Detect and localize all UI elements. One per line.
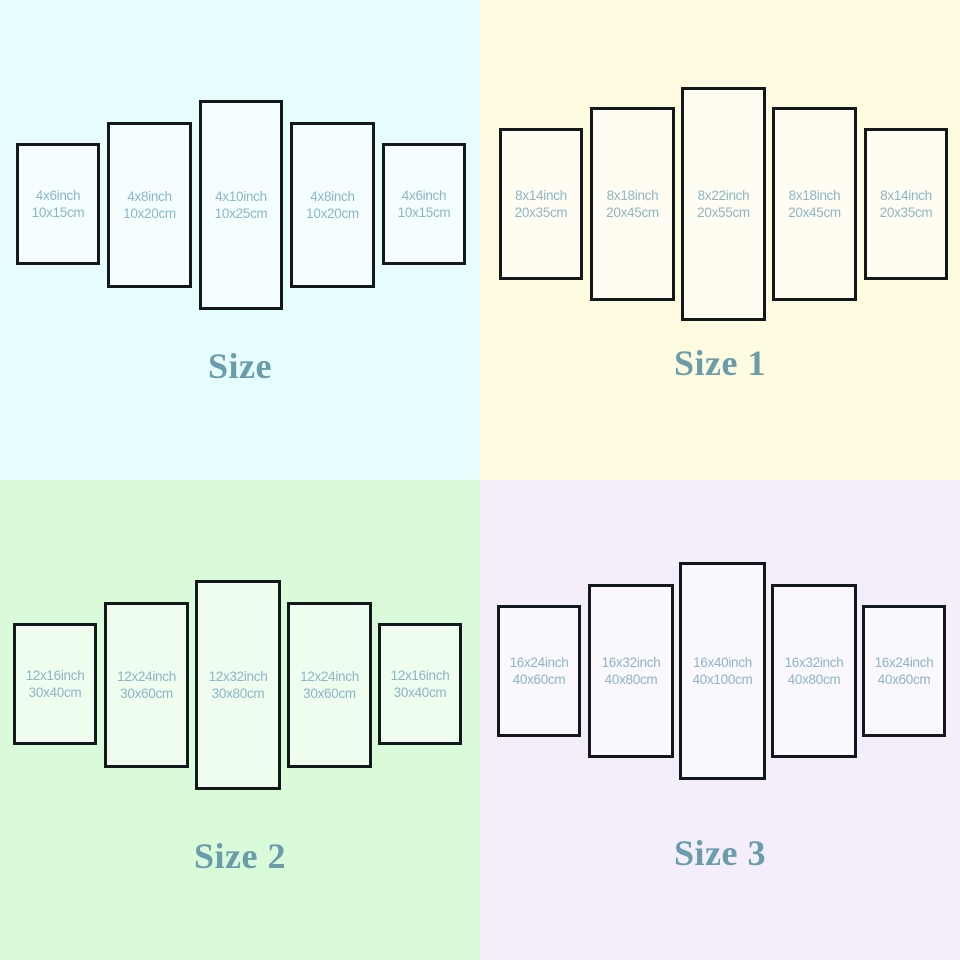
panel-size-inch: 16x32inch xyxy=(601,655,661,670)
panel-size-inch: 8x14inch xyxy=(515,188,567,203)
panel-size-inch: 12x16inch xyxy=(390,668,450,683)
canvas-panel-left-inner: 4x8inch 10x20cm xyxy=(107,122,192,288)
panel-size-inch: 4x10inch xyxy=(215,189,267,204)
panel-size-inch: 4x6inch xyxy=(35,188,81,203)
panel-size-inch: 12x24inch xyxy=(300,669,359,684)
size-option-label: Size xyxy=(208,346,272,386)
panel-size-inch: 4x6inch xyxy=(401,188,447,203)
panel-size-cm: 40x60cm xyxy=(877,672,931,687)
panel-size-cm: 30x80cm xyxy=(211,686,265,701)
panel-size-cm: 30x60cm xyxy=(120,686,173,701)
panel-size-inch: 12x16inch xyxy=(25,668,85,683)
canvas-panel-right-inner: 16x32inch 40x80cm xyxy=(771,584,857,758)
panel-size-cm: 20x55cm xyxy=(697,205,750,220)
panel-size-cm: 40x80cm xyxy=(604,672,658,687)
panel-size-cm: 30x40cm xyxy=(28,685,82,700)
panel-size-cm: 10x20cm xyxy=(306,206,359,221)
panel-size-inch: 12x24inch xyxy=(117,669,176,684)
size-option-label: Size 1 xyxy=(674,343,766,383)
panel-size-cm: 30x40cm xyxy=(393,685,447,700)
panel-size-inch: 16x32inch xyxy=(784,655,844,670)
panel-size-inch: 12x32inch xyxy=(208,669,268,684)
panel-size-cm: 10x15cm xyxy=(397,205,451,220)
panel-size-cm: 10x20cm xyxy=(123,206,176,221)
panel-size-inch: 4x8inch xyxy=(127,189,172,204)
panel-size-cm: 30x60cm xyxy=(303,686,356,701)
canvas-panel-left-outer: 16x24inch 40x60cm xyxy=(497,605,581,737)
canvas-panel-group: 8x14inch 20x35cm 8x18inch 20x45cm 8x22inch 20… xyxy=(480,0,960,400)
panel-size-inch: 8x18inch xyxy=(788,188,841,203)
canvas-panel-left-outer: 12x16inch 30x40cm xyxy=(13,623,97,745)
canvas-panel-center: 4x10inch 10x25cm xyxy=(199,100,283,310)
panel-size-inch: 16x40inch xyxy=(693,655,752,670)
panel-size-cm: 40x80cm xyxy=(787,672,841,687)
panel-size-cm: 20x35cm xyxy=(879,205,933,220)
panel-size-cm: 20x35cm xyxy=(514,205,568,220)
canvas-panel-left-inner: 12x24inch 30x60cm xyxy=(104,602,189,768)
canvas-panel-group: 4x6inch 10x15cm 4x8inch 10x20cm 4x10inch 10x2… xyxy=(0,0,480,400)
size-option-size-3[interactable]: 16x24inch 40x60cm 16x32inch 40x80cm 16x40inc… xyxy=(480,480,960,960)
canvas-panel-right-outer: 8x14inch 20x35cm xyxy=(864,128,948,280)
panel-size-inch: 4x8inch xyxy=(310,189,355,204)
panel-size-cm: 40x100cm xyxy=(692,672,753,687)
canvas-panel-right-outer: 16x24inch 40x60cm xyxy=(862,605,946,737)
panel-size-cm: 20x45cm xyxy=(606,205,659,220)
size-option-size-2[interactable]: 12x16inch 30x40cm 12x24inch 30x60cm 12x32inc… xyxy=(0,480,480,960)
size-option-label: Size 3 xyxy=(674,833,766,873)
panel-size-inch: 8x22inch xyxy=(697,188,750,203)
panel-size-inch: 16x24inch xyxy=(874,655,934,670)
canvas-panel-right-outer: 12x16inch 30x40cm xyxy=(378,623,462,745)
canvas-panel-center: 12x32inch 30x80cm xyxy=(195,580,281,790)
panel-size-cm: 10x25cm xyxy=(214,206,268,221)
canvas-panel-right-inner: 12x24inch 30x60cm xyxy=(287,602,372,768)
canvas-panel-center: 16x40inch 40x100cm xyxy=(679,562,766,780)
canvas-panel-right-inner: 8x18inch 20x45cm xyxy=(772,107,857,301)
panel-size-cm: 40x60cm xyxy=(512,672,566,687)
panel-size-inch: 8x14inch xyxy=(880,188,932,203)
canvas-panel-left-inner: 16x32inch 40x80cm xyxy=(588,584,674,758)
panel-size-cm: 20x45cm xyxy=(788,205,841,220)
canvas-panel-left-outer: 8x14inch 20x35cm xyxy=(499,128,583,280)
canvas-panel-left-inner: 8x18inch 20x45cm xyxy=(590,107,675,301)
canvas-panel-center: 8x22inch 20x55cm xyxy=(681,87,766,321)
panel-size-inch: 16x24inch xyxy=(509,655,569,670)
size-option-label: Size 2 xyxy=(194,836,286,876)
panel-size-cm: 10x15cm xyxy=(31,205,85,220)
panel-size-inch: 8x18inch xyxy=(606,188,659,203)
canvas-panel-right-outer: 4x6inch 10x15cm xyxy=(382,143,466,265)
size-option-size[interactable]: 4x6inch 10x15cm 4x8inch 10x20cm 4x10inch 10x2… xyxy=(0,0,480,480)
canvas-panel-group: 12x16inch 30x40cm 12x24inch 30x60cm 12x32inc… xyxy=(0,480,480,880)
size-option-size-1[interactable]: 8x14inch 20x35cm 8x18inch 20x45cm 8x22inch 20… xyxy=(480,0,960,480)
canvas-panel-right-inner: 4x8inch 10x20cm xyxy=(290,122,375,288)
canvas-panel-left-outer: 4x6inch 10x15cm xyxy=(16,143,100,265)
canvas-panel-group: 16x24inch 40x60cm 16x32inch 40x80cm 16x40inc… xyxy=(480,480,960,880)
